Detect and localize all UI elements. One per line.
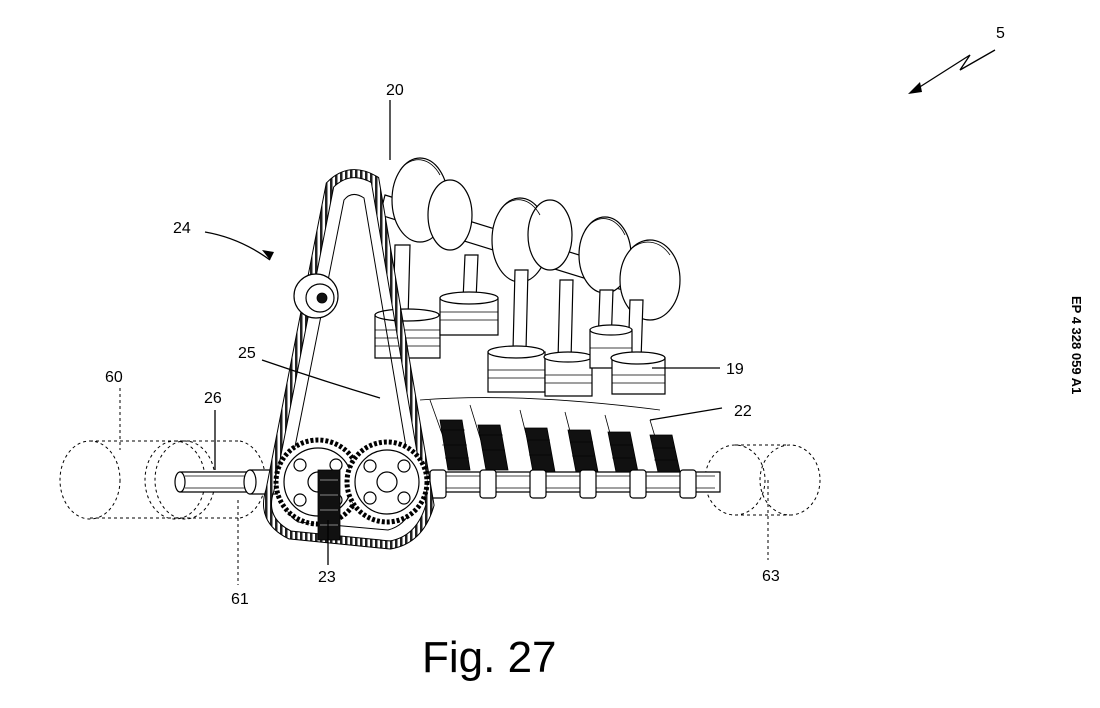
pistons [374, 244, 666, 397]
motor-63 [704, 444, 821, 516]
label-20: 20 [386, 82, 404, 99]
sprocket-right [344, 439, 430, 525]
label-24: 24 [173, 220, 191, 237]
gear [317, 469, 341, 541]
label-23: 23 [318, 569, 336, 586]
label-63: 63 [762, 568, 780, 585]
label-22: 22 [734, 403, 752, 420]
counterweights [391, 157, 681, 321]
label-19: 19 [726, 361, 744, 378]
label-25: 25 [238, 345, 256, 362]
label-5: 5 [996, 25, 1005, 42]
label-26: 26 [204, 390, 222, 407]
label-60: 60 [105, 369, 123, 386]
figure-caption: Fig. 27 [422, 633, 557, 682]
label-61: 61 [231, 591, 249, 608]
belt-drive [263, 169, 435, 550]
connecting-links [419, 397, 697, 499]
crankshaft [379, 157, 681, 321]
publication-number: EP 4 328 059 A1 [1069, 296, 1084, 394]
leader-lines [119, 49, 996, 585]
